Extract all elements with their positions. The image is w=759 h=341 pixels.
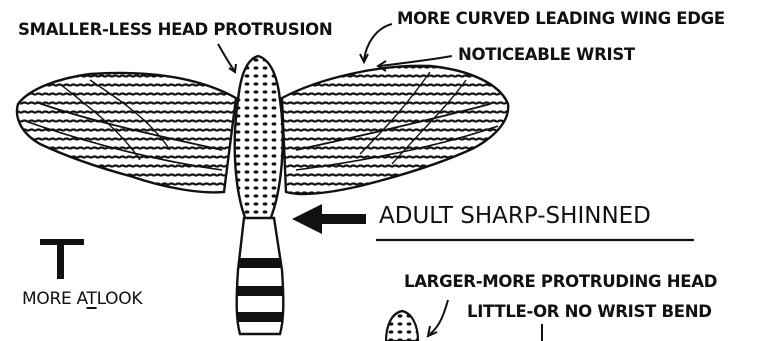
label-larger-head: LARGER-MORE PROTRUDING HEAD bbox=[404, 272, 717, 291]
t-look-letter: T bbox=[87, 289, 97, 309]
hawk-body bbox=[235, 56, 283, 220]
label-adult-sharp-shinned: ADULT SHARP-SHINNED bbox=[379, 203, 651, 229]
t-look-prefix: MORE A bbox=[22, 289, 87, 309]
label-little-wrist-bend: LITTLE-OR NO WRIST BEND bbox=[467, 302, 712, 321]
pointer-wrist bbox=[380, 56, 452, 66]
label-t-look: MORE ATLOOK bbox=[22, 289, 142, 309]
label-smaller-head: SMALLER-LESS HEAD PROTRUSION bbox=[18, 20, 332, 39]
pointer-larger-head bbox=[430, 300, 448, 334]
right-wing bbox=[282, 66, 508, 194]
t-shape-icon bbox=[40, 239, 84, 279]
t-look-suffix: LOOK bbox=[97, 289, 143, 309]
arrow-left-icon bbox=[292, 204, 366, 234]
left-wing bbox=[17, 73, 236, 192]
second-hawk-head bbox=[386, 311, 418, 341]
pointer-head-small bbox=[218, 44, 234, 70]
hawk-tail bbox=[237, 218, 284, 334]
label-curved-wing-edge: MORE CURVED LEADING WING EDGE bbox=[397, 9, 725, 28]
label-noticeable-wrist: NOTICEABLE WRIST bbox=[458, 45, 635, 64]
